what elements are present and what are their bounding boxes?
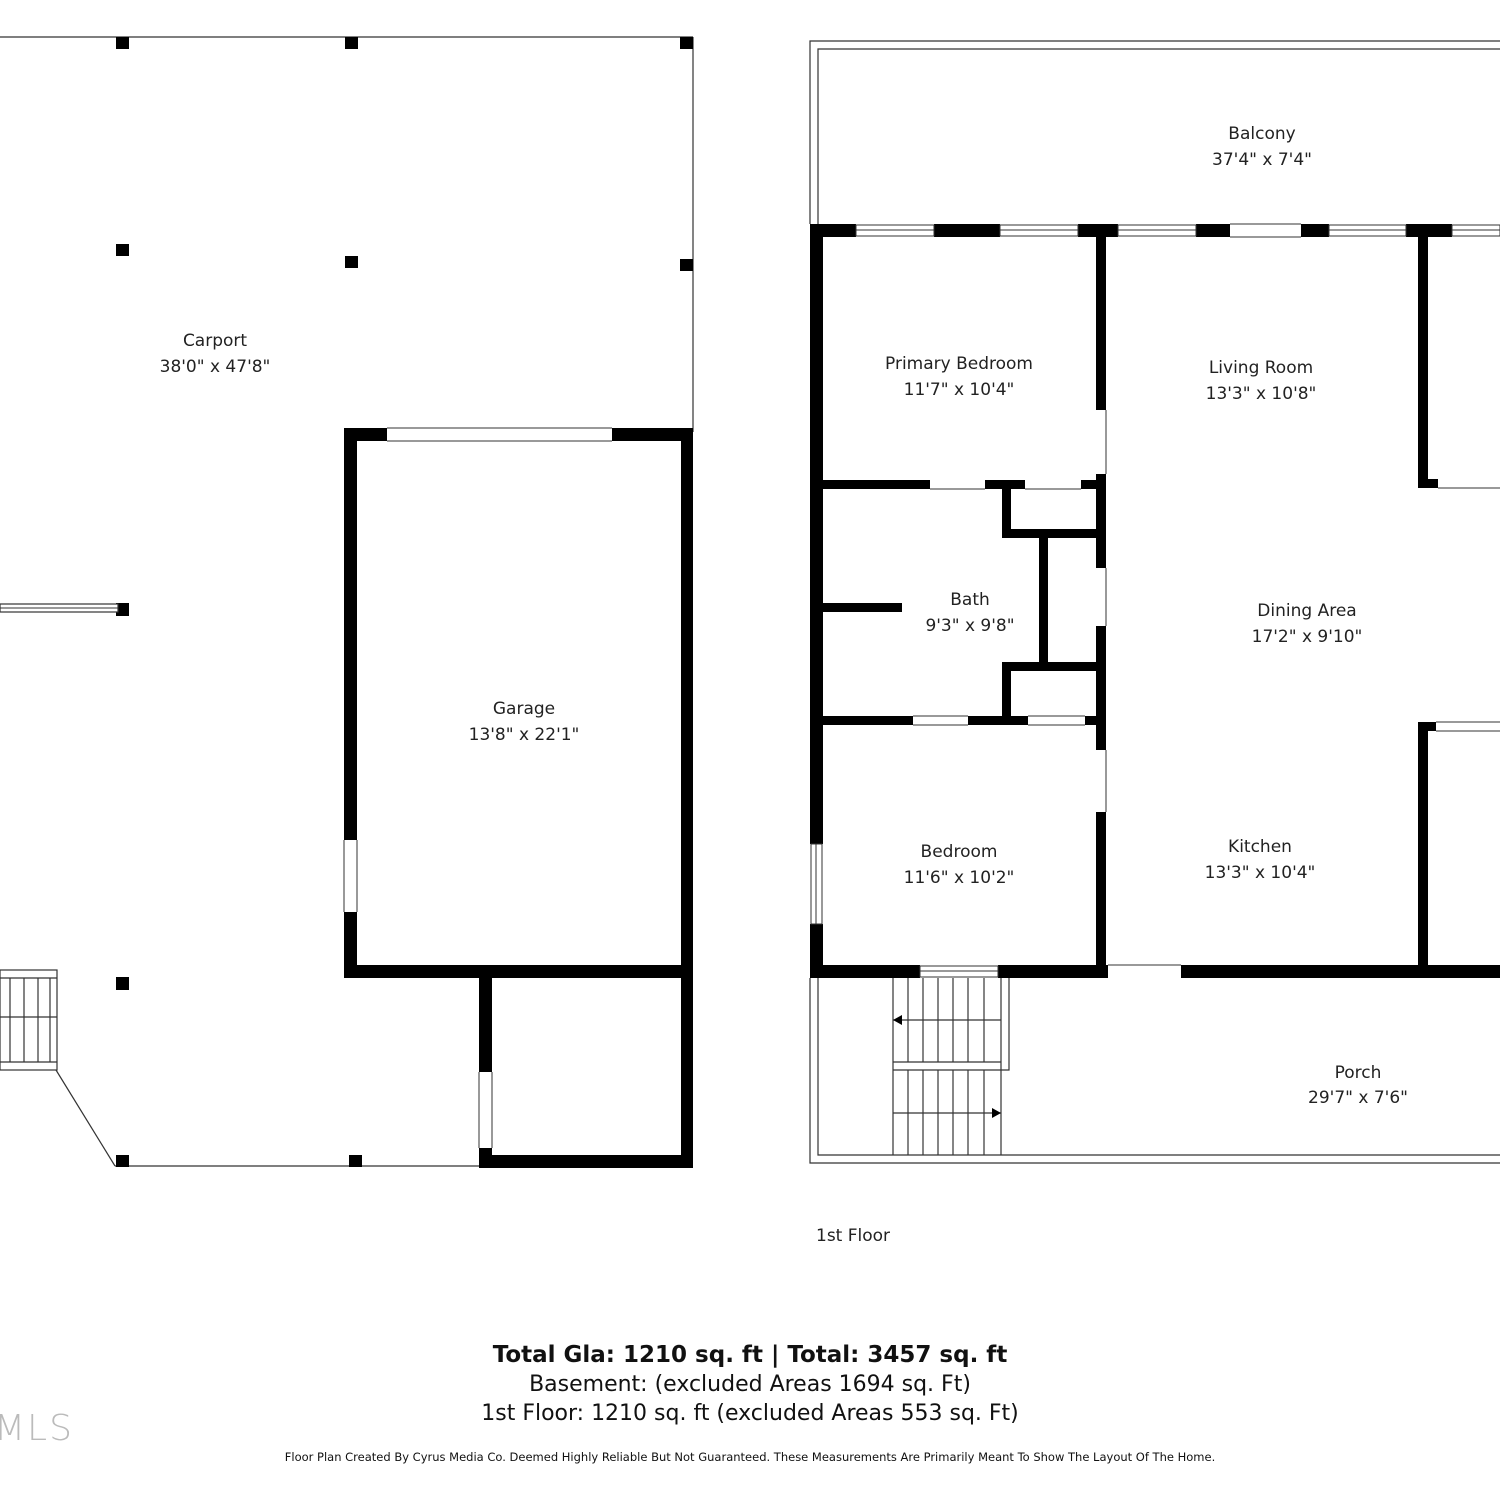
carport-stairs [0,969,58,1071]
first-floor-plan [809,40,1500,1164]
primary-bedroom-name: Primary Bedroom [885,354,1033,374]
living-room-name: Living Room [1209,358,1313,378]
summary-total: Total Gla: 1210 sq. ft | Total: 3457 sq.… [492,1342,1008,1368]
balcony-dims: 37'4" x 7'4" [1212,150,1312,170]
left-window [810,843,823,925]
mls-watermark: MLS [0,1408,74,1449]
carport-side-window [0,603,119,613]
garage-openings [343,427,612,1148]
garage-walls [344,428,693,1168]
left-wall [810,224,823,978]
kitchen-dims: 13'3" x 10'4" [1205,863,1316,883]
floor-label: 1st Floor [816,1226,890,1246]
bath-dims: 9'3" x 9'8" [925,616,1014,636]
bottom-openings [919,964,1181,978]
summary-first-floor: 1st Floor: 1210 sq. ft (excluded Areas 5… [481,1401,1019,1426]
porch-dims: 29'7" x 7'6" [1308,1088,1408,1108]
balcony-name: Balcony [1228,124,1295,144]
interior-walls [810,224,1438,978]
interior-openings [913,410,1500,812]
deck-outlines [809,40,1500,1164]
primary-bedroom-dims: 11'7" x 10'4" [904,380,1015,400]
kitchen-name: Kitchen [1228,837,1292,857]
bath-name: Bath [950,590,990,610]
top-windows [855,223,1500,238]
porch-stairs [892,978,1010,1155]
living-room-dims: 13'3" x 10'8" [1206,384,1317,404]
carport-dims: 38'0" x 47'8" [160,357,271,377]
dining-area-dims: 17'2" x 9'10" [1252,627,1363,647]
summary-basement: Basement: (excluded Areas 1694 sq. Ft) [529,1372,971,1397]
garage-name: Garage [493,699,555,719]
basement-plan [0,36,694,1168]
bedroom-name: Bedroom [921,842,998,862]
disclaimer: Floor Plan Created By Cyrus Media Co. De… [284,1450,1216,1464]
bottom-wall [810,965,1500,978]
porch-name: Porch [1335,1063,1382,1083]
dining-area-name: Dining Area [1257,601,1356,621]
garage-dims: 13'8" x 22'1" [469,725,580,745]
room-labels: Carport 38'0" x 47'8" Garage 13'8" x 22'… [160,124,1408,1108]
carport-posts [116,37,693,1167]
bedroom-dims: 11'6" x 10'2" [904,868,1015,888]
stair-arrows [893,1015,1001,1118]
carport-name: Carport [183,331,247,351]
